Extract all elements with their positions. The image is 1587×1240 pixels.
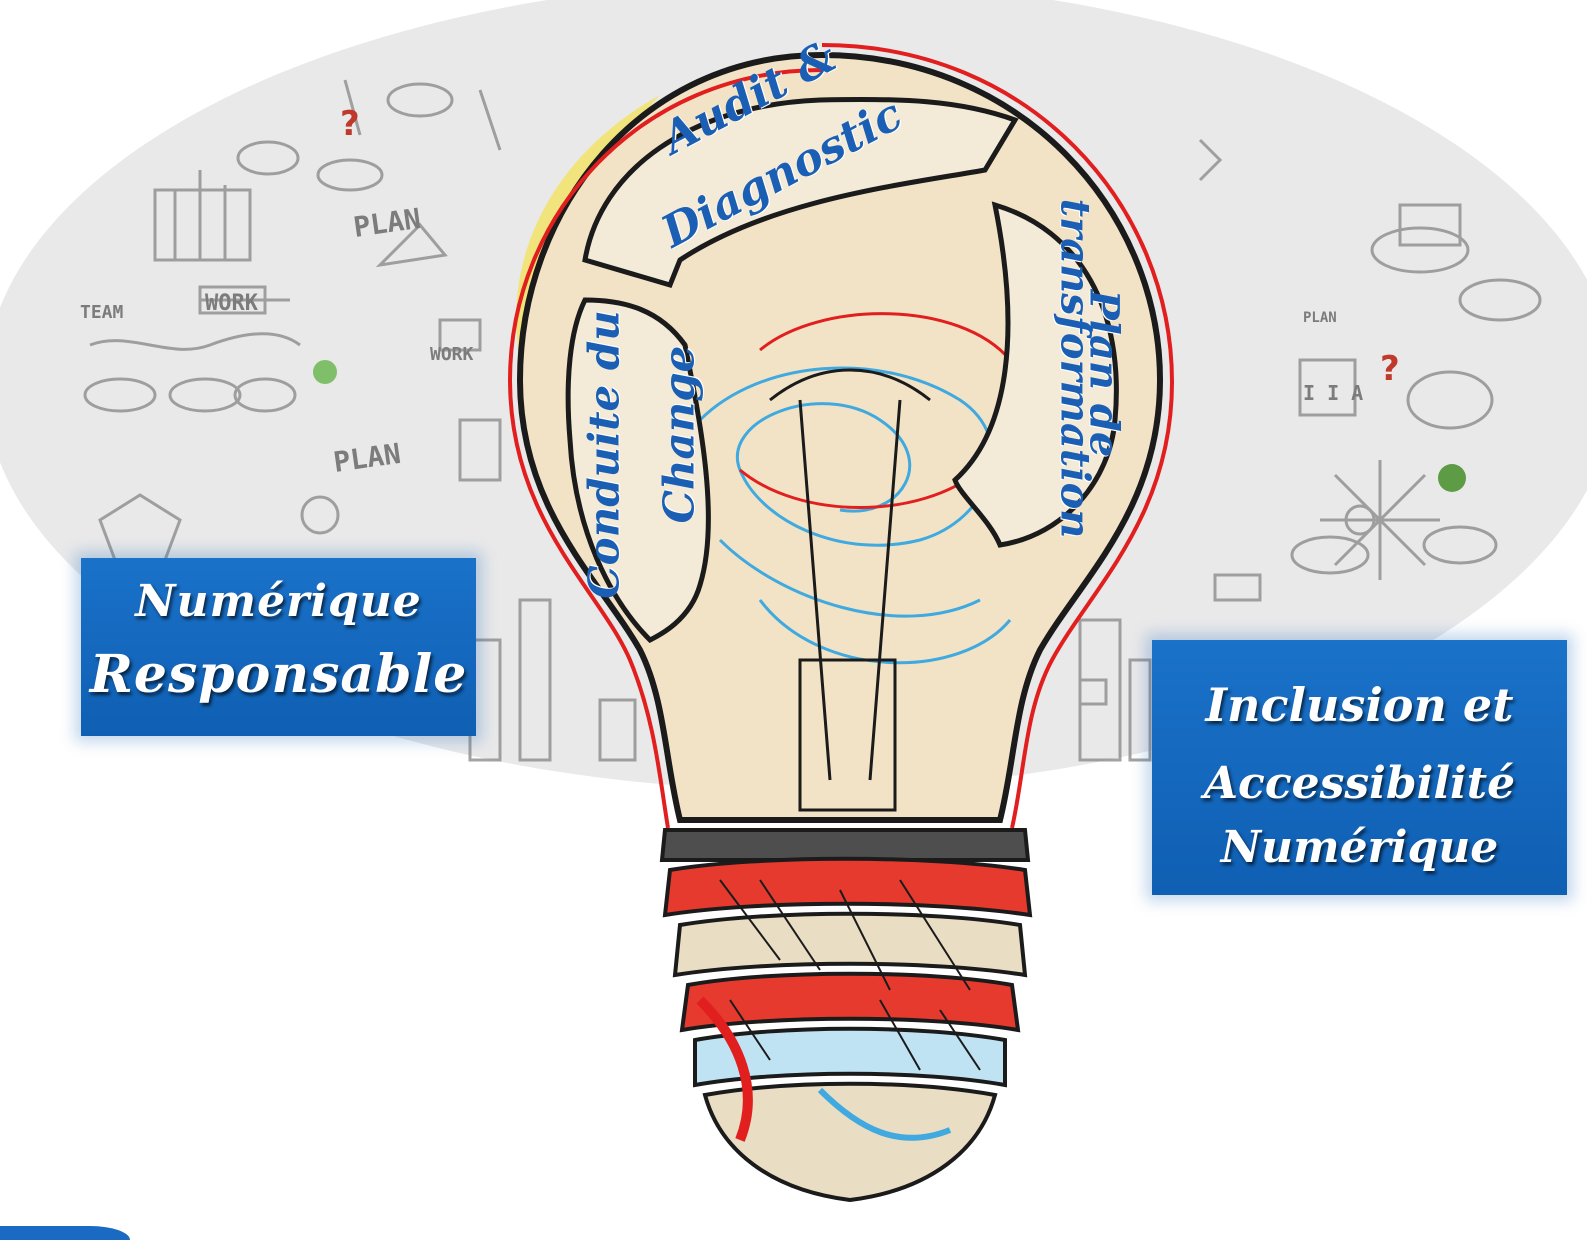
plan-panel: [952, 201, 1119, 548]
box-right-line3: Numérique: [1220, 822, 1499, 873]
cloud-doodle: [236, 140, 300, 176]
conduite-label-line1: Conduite du: [579, 310, 629, 599]
box-left-line2: Responsable: [89, 644, 468, 705]
building-doodle: [153, 188, 252, 262]
pentagon-doodle: [98, 493, 182, 562]
doodle-word: PLAN: [1303, 310, 1337, 326]
globe-doodle: [300, 495, 340, 535]
question-mark-icon: ?: [1380, 349, 1400, 389]
green-leaf-doodle: [1438, 464, 1466, 492]
audit-panel: [582, 96, 1019, 289]
doodle-word: WORK: [205, 291, 259, 316]
inclusion-accessibilite-box: Inclusion et Accessibilité Numérique: [1152, 640, 1567, 895]
box-left-line1: Numérique: [135, 576, 422, 627]
filament: [769, 368, 931, 781]
doodle-word: TEAM: [80, 302, 124, 323]
question-marks: ? ?: [340, 104, 1400, 389]
blue-scribble: [698, 366, 1012, 665]
plan-label-line2: transformation: [1051, 198, 1099, 539]
question-mark-icon: ?: [340, 104, 360, 144]
numerique-responsable-box: Numérique Responsable: [81, 558, 476, 736]
conduite-panel: [565, 297, 711, 644]
conduite-label-line2: Change: [654, 345, 704, 524]
network-doodle: [1320, 460, 1440, 580]
light-bulb: [507, 43, 1175, 1203]
doodle-group: [83, 79, 1542, 762]
box-right-line2: Accessibilité: [1203, 758, 1516, 809]
green-face-doodle: [313, 360, 337, 384]
blue-corner-accent: [0, 1226, 130, 1240]
doodle-word: I I A: [1303, 381, 1363, 405]
bulb-base: [659, 828, 1033, 1203]
doodle-word: WORK: [430, 344, 474, 365]
arrow-doodle: [375, 222, 448, 268]
box-right-line1: Inclusion et: [1205, 678, 1514, 732]
red-outline: [821, 43, 1175, 829]
